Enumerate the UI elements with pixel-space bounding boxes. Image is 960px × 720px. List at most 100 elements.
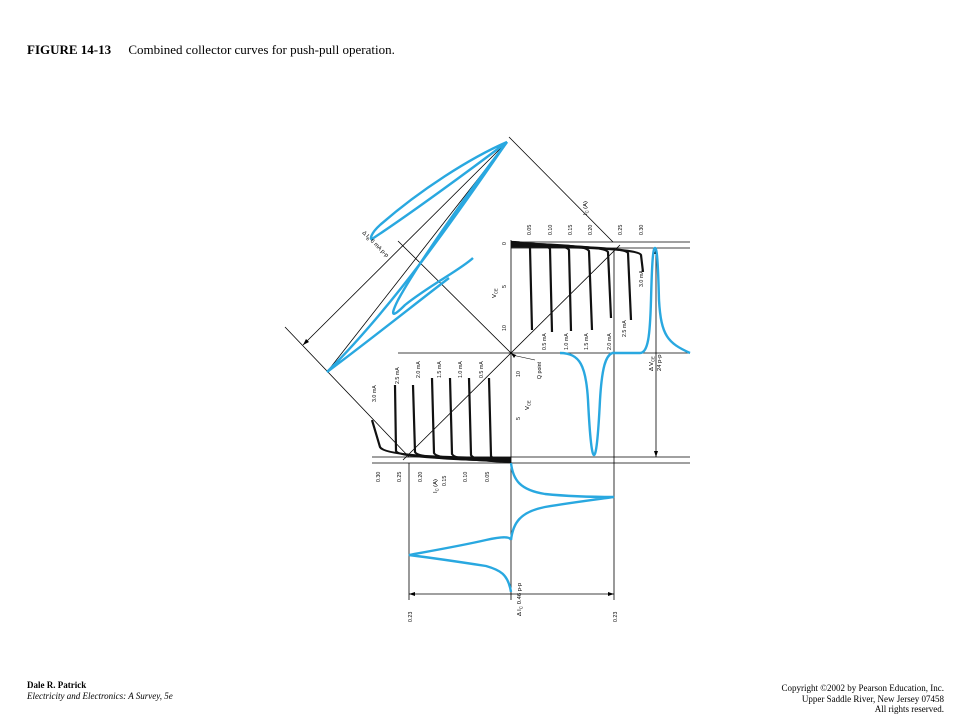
svg-text:Δ IC0.46 p-p: Δ IC 0.46 p-p [517,583,524,616]
bottom-ic-unit: (A) [433,479,439,487]
bottom-ic-axis-label: IC(A) [433,479,440,493]
delta-vce-label: Δ VCE [649,356,656,371]
ic-right-value: 0.23 [613,612,619,622]
bottom-ic-tick: 0.25 [397,472,403,482]
top-curve-1.5ma [510,242,573,332]
delta-ib-arrow-low [303,339,309,345]
bottom-ic-tick: 0.30 [376,472,382,482]
q-point-label: Q point [537,361,543,379]
figure-caption: FIGURE 14-13 Combined collector curves f… [27,42,395,58]
top-ic-tick: 0.30 [639,225,645,235]
ib-waveform-lower-loop [326,141,508,373]
top-vce-axis-label: VCE [492,288,499,298]
signal-waveforms [326,140,691,593]
footer-book-title: Electricity and Electronics: A Survey, 5… [27,690,173,701]
footer-author: Dale R. Patrick [27,680,87,690]
bottom-ic-sub: C [435,488,440,491]
svg-text:IC(A): IC(A) [583,201,590,215]
load-line [402,244,621,461]
bottom-vce-tick: 5 [516,417,522,420]
top-ic-tick: 0.15 [568,225,574,235]
q-point-leader [511,354,536,361]
bottom-curve-labels: 3.0 mA 2.5 mA 2.0 mA 1.5 mA 1.0 mA 0.5 m… [372,361,485,402]
svg-text:Δ VCE: Δ VCE [649,356,656,371]
bottom-vce-sub: CE [527,400,532,406]
bottom-curve-1.5ma [448,377,512,463]
ic-left-value: 0.23 [408,612,414,622]
top-curve-2.5ma [510,243,613,319]
bottom-vce-tick-labels: 10 5 [516,371,522,420]
bottom-curve-extra [370,419,512,460]
bottom-ic-tick-labels: 0.30 0.25 0.20 0.15 0.10 0.05 [376,472,491,486]
top-curve-labels: 0.5 mA 1.0 mA 1.5 mA 2.0 mA 2.5 mA 3.0 m… [542,270,645,350]
delta-vce-sub: CE [651,356,656,362]
delta-ic-arrow-left [409,592,415,596]
bottom-curve-label: 3.0 mA [372,385,378,402]
top-curve-label: 2.5 mA [622,320,628,337]
bottom-ic-tick: 0.20 [418,472,424,482]
diagonal-lower-edge [284,326,410,458]
footer-copyright-line: Copyright ©2002 by Pearson Education, In… [781,683,944,693]
bottom-collector-curves [370,377,512,464]
top-curve-label: 2.0 mA [607,333,613,350]
bottom-ic-tick: 0.10 [463,472,469,482]
delta-vce-arrow-bottom [654,451,658,457]
top-ic-label: I [583,213,589,215]
delta-ic-text: Δ I [517,609,523,616]
ib-waveform-upper-loop [369,140,508,241]
q-point-marker: Q point [511,353,543,379]
top-ic-tick: 0.20 [588,225,594,235]
top-ic-tick-labels: 0.05 0.10 0.15 0.20 0.25 0.30 [527,225,645,235]
top-curve-0.5ma [510,240,534,331]
delta-ib-text: Δ I [361,230,370,239]
bottom-curve-label: 2.0 mA [416,361,422,378]
delta-vce-value: 24 p-p [657,355,663,371]
svg-text:IC(A): IC(A) [433,479,440,493]
footer-rights: All rights reserved. [874,704,944,714]
top-ic-tick: 0.25 [618,225,624,235]
top-collector-curves [510,240,633,333]
delta-vce-text: Δ V [649,362,655,371]
delta-ib-value: 6 mA p-p [369,238,390,259]
top-vce-tick: 0 [502,242,508,245]
figure-label: FIGURE 14-13 [27,42,112,57]
vce-waveform-upper [612,246,691,355]
bottom-ic-tick: 0.15 [442,476,448,486]
footer-address: Upper Saddle River, New Jersey 07458 [801,693,944,704]
delta-ic-arrow-right [608,592,614,596]
bottom-vce-label: V [525,406,531,410]
diagonal-upper-edge [508,136,614,243]
top-curve-extra [510,245,645,273]
bottom-curve-label: 1.0 mA [458,361,464,378]
svg-text:VCE: VCE [525,400,532,410]
top-curve-label: 1.5 mA [584,333,590,350]
footer-attribution: Dale R. Patrick Electricity and Electron… [27,680,173,701]
footer-copyright: Copyright ©2002 by Pearson Education, In… [781,683,944,715]
figure-title: Combined collector curves for push-pull … [128,42,395,57]
top-ic-sub: C [585,210,590,213]
delta-ib-dimension-line [302,141,508,346]
svg-text:Δ IB6 mA p-p: Δ IB6 mA p-p [360,230,389,259]
bottom-vce-axis-label: VCE [525,400,532,410]
top-vce-label: V [492,294,498,298]
top-ic-axis-label: IC(A) [583,201,590,215]
delta-ib-sub: B [365,236,371,242]
construction-lines [284,136,690,600]
bottom-curve-0.5ma [487,377,512,464]
top-curve-label: 0.5 mA [542,333,548,350]
diagonal-through-q [397,240,513,355]
ic-waveform-left [408,536,513,593]
top-ic-tick: 0.10 [548,225,554,235]
bottom-curve-label: 1.5 mA [437,361,443,378]
delta-ic-value: 0.46 p-p [517,583,523,604]
ib-waveform-main [391,141,508,315]
bottom-curve-label: 2.5 mA [395,367,401,384]
bottom-curve-label: 0.5 mA [479,361,485,378]
bottom-ic-tick: 0.05 [485,472,491,482]
top-vce-tick-labels: 0 5 10 [502,242,508,331]
bottom-vce-tick: 10 [516,371,522,377]
top-curve-label: 3.0 mA [639,270,645,287]
top-curve-label: 1.0 mA [564,333,570,350]
delta-ic-sub: C [519,606,524,609]
